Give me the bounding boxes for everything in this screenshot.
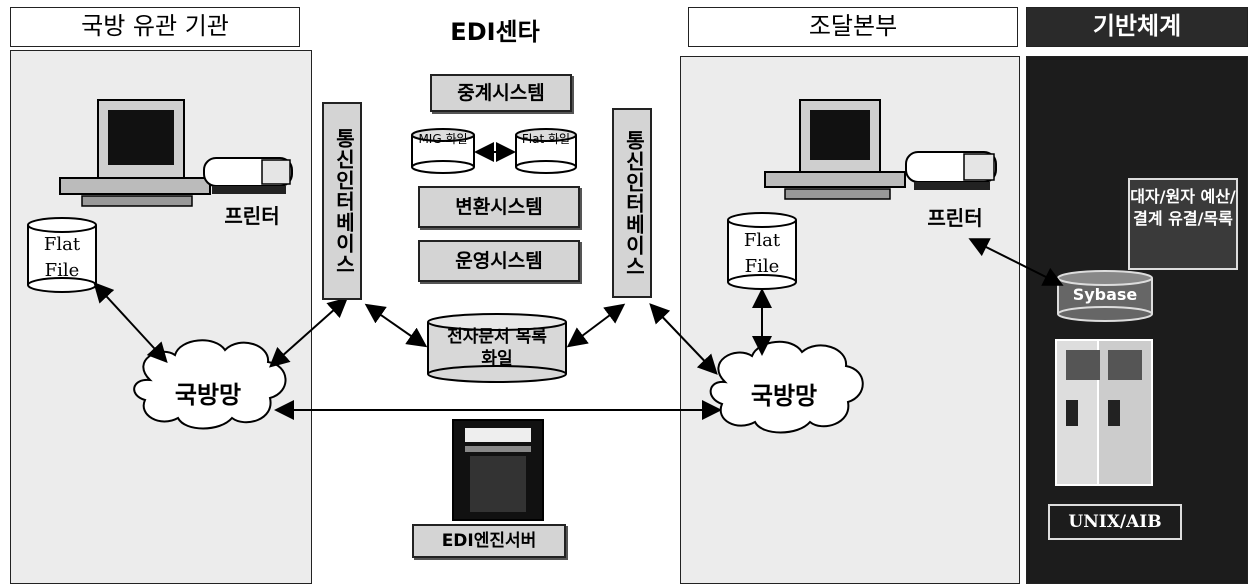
right-network-text: 국방망 xyxy=(750,382,818,410)
left-comm-interface-label: 통신인터베이스 xyxy=(332,127,356,275)
header-infra-system: 기반체계 xyxy=(1026,7,1248,47)
right-comm-interface-box: 통신인터베이스 xyxy=(612,108,652,298)
left-printer-label: 프린터 xyxy=(212,200,292,229)
header-defense-agencies-label: 국방 유관 기관 xyxy=(81,12,229,40)
relay-system-box: 중계시스템 xyxy=(430,74,572,112)
mig-file-label: MIG 화일 xyxy=(412,132,474,147)
left-flatfile-label: Flat File xyxy=(28,232,96,284)
left-flatfile-cylinder-icon xyxy=(27,217,97,293)
header-procurement-hq-label: 조달본부 xyxy=(808,12,898,40)
right-printer-text: 프린터 xyxy=(927,206,983,230)
left-network-cloud-icon xyxy=(133,339,287,430)
e-doc-registry-label: 전자문서 목록화일 xyxy=(440,326,554,370)
sybase-text: Sybase xyxy=(1072,285,1138,304)
flat-file-small-label: Flat 화일 xyxy=(516,132,576,147)
relay-system-label: 중계시스템 xyxy=(457,82,545,104)
conversion-system-box: 변환시스템 xyxy=(418,186,580,228)
right-computer-icon xyxy=(764,99,906,200)
right-printer-icon xyxy=(905,151,997,190)
unix-aib-box: UNIX/AIB xyxy=(1048,504,1182,540)
right-flatfile-text: Flat File xyxy=(743,230,781,277)
edi-engine-server-label: EDI엔진서버 xyxy=(441,531,537,551)
mig-file-cylinder-icon xyxy=(411,128,475,174)
left-flatfile-text: Flat File xyxy=(43,234,81,281)
flat-file-small-cylinder-icon xyxy=(515,128,577,174)
header-infra-system-label: 기반체계 xyxy=(1092,12,1182,40)
header-edi-center-label: EDI센타 xyxy=(450,18,540,46)
e-doc-registry-text: 전자문서 목록화일 xyxy=(447,327,547,369)
unix-aib-label: UNIX/AIB xyxy=(1068,512,1162,532)
mig-file-text: MIG 화일 xyxy=(418,132,468,146)
flat-file-small-text: Flat 화일 xyxy=(521,132,571,146)
left-printer-text: 프린터 xyxy=(224,204,280,228)
left-comm-interface-box: 통신인터베이스 xyxy=(322,102,362,300)
operation-system-label: 운영시스템 xyxy=(455,250,543,272)
left-computer-icon xyxy=(59,99,211,207)
right-printer-label: 프린터 xyxy=(912,202,998,231)
right-flatfile-label: Flat File xyxy=(728,228,796,280)
e-doc-registry-cylinder-icon xyxy=(427,313,567,383)
sybase-label: Sybase xyxy=(1058,285,1152,304)
left-network-text: 국방망 xyxy=(174,381,242,409)
infra-server-rack-icon xyxy=(1055,339,1153,486)
left-network-label: 국방망 xyxy=(152,375,264,410)
infra-note-label: 대자/원자 예산/결계 유결/목록 xyxy=(1130,187,1236,228)
header-defense-agencies: 국방 유관 기관 xyxy=(10,7,300,47)
edi-engine-server-icon xyxy=(452,419,544,521)
header-edi-center: EDI센타 xyxy=(410,12,580,46)
right-comm-interface-label: 통신인터베이스 xyxy=(622,129,646,277)
right-network-label: 국방망 xyxy=(728,376,840,411)
header-procurement-hq: 조달본부 xyxy=(688,7,1018,47)
edi-engine-server-box: EDI엔진서버 xyxy=(412,524,566,558)
left-printer-icon xyxy=(203,157,293,194)
sybase-cylinder-icon xyxy=(1057,270,1153,322)
infra-note-box: 대자/원자 예산/결계 유결/목록 xyxy=(1128,178,1238,270)
operation-system-box: 운영시스템 xyxy=(418,240,580,282)
conversion-system-label: 변환시스템 xyxy=(455,196,543,218)
